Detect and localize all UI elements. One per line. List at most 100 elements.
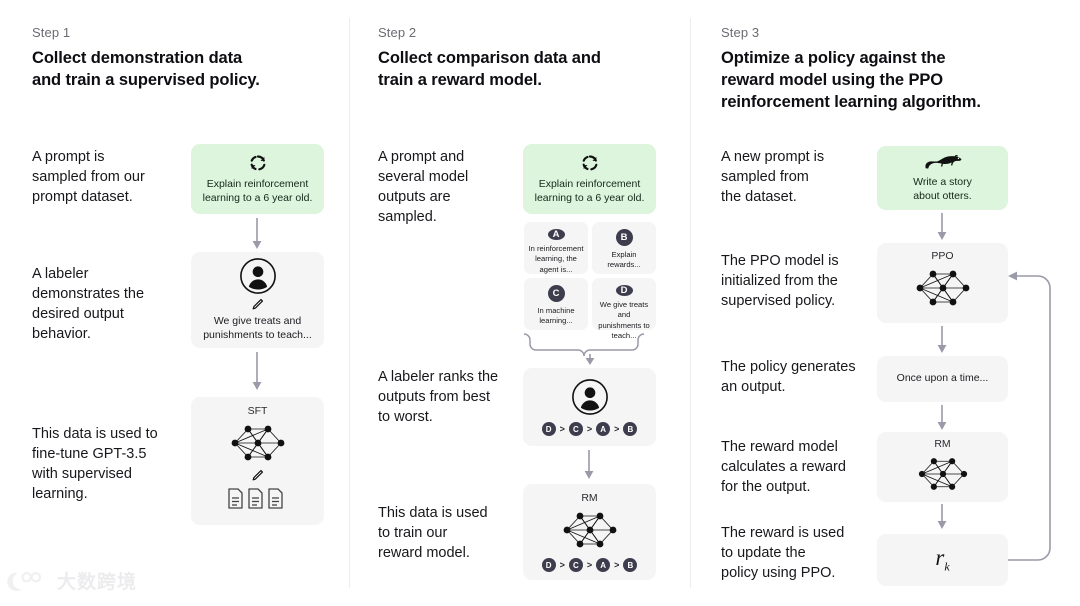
output-card-b[interactable]: B Explain rewards... bbox=[592, 222, 656, 274]
step-1-labeler-text: We give treats and punishments to teach.… bbox=[203, 315, 312, 341]
step-2-rm-box[interactable]: RM bbox=[523, 484, 656, 580]
step-2-caption-3: This data is used to train our reward mo… bbox=[378, 505, 488, 561]
step-1-arrow-2 bbox=[251, 352, 263, 394]
card-badge-a: A bbox=[547, 229, 565, 240]
person-in-circle-icon bbox=[571, 378, 609, 416]
step-2-title-line-2: train a reward model. bbox=[378, 70, 542, 89]
watermark-text: 大数跨境 bbox=[57, 571, 138, 593]
three-documents-icon bbox=[227, 487, 289, 511]
step-1-sft-box[interactable]: SFT bbox=[191, 397, 324, 525]
pencil-icon bbox=[250, 297, 265, 312]
rm-rank-sep-1: > bbox=[559, 560, 565, 570]
column-divider-2 bbox=[690, 18, 691, 588]
step-3-caption-2: The PPO model is initialized from the su… bbox=[721, 253, 839, 309]
rank-sep-3: > bbox=[614, 424, 620, 434]
step-3-arrow-2 bbox=[936, 326, 948, 356]
step-1-labeler-box[interactable]: We give treats and punishments to teach.… bbox=[191, 252, 324, 348]
card-text-a: In reinforcement learning, the agent is.… bbox=[528, 244, 584, 274]
step-3-ppo-title: PPO bbox=[931, 250, 954, 262]
card-text-c: In machine learning... bbox=[537, 306, 575, 326]
output-card-c[interactable]: C In machine learning... bbox=[524, 278, 588, 330]
step-3-arrow-3 bbox=[936, 405, 948, 433]
rank-badge-2: C bbox=[568, 422, 583, 436]
step-3-prompt-text: Write a story about otters. bbox=[913, 175, 972, 202]
rm-rank-badge-1: D bbox=[541, 558, 556, 572]
step-2-ranking-box[interactable]: D > C > A > B bbox=[523, 368, 656, 446]
neural-network-icon bbox=[559, 507, 621, 553]
dashuku-logo-icon bbox=[7, 569, 50, 593]
step-3-arrow-1 bbox=[936, 213, 948, 243]
rm-rank-sep-3: > bbox=[614, 560, 620, 570]
step-1-sft-title: SFT bbox=[247, 405, 268, 417]
step-1-caption-1: A prompt is sampled from our prompt data… bbox=[32, 149, 145, 205]
step-2-column: Step 2 Collect comparison data and train… bbox=[350, 0, 690, 606]
step-3-caption-4: The reward model calculates a reward for… bbox=[721, 439, 846, 495]
watermark: 大数跨境 bbox=[7, 567, 138, 594]
step-2-prompt-text: Explain reinforcement learning to a 6 ye… bbox=[534, 177, 645, 204]
output-card-a[interactable]: A In reinforcement learning, the agent i… bbox=[524, 222, 588, 274]
step-3-label: Step 3 bbox=[721, 25, 760, 40]
step-2-rm-title: RM bbox=[581, 492, 598, 504]
step-3-title-line-2: reward model using the PPO bbox=[721, 70, 944, 89]
step-2-prompt-box[interactable]: Explain reinforcement learning to a 6 ye… bbox=[523, 144, 656, 214]
card-badge-c: C bbox=[547, 285, 565, 302]
step-2-title-line-1: Collect comparison data and bbox=[378, 49, 601, 67]
step-3-caption-1: A new prompt is sampled from the dataset… bbox=[721, 149, 825, 205]
reward-symbol: rk bbox=[935, 545, 949, 575]
step-3-caption-5: The reward is used to update the policy … bbox=[721, 525, 845, 581]
rm-rank-badge-3: A bbox=[596, 558, 611, 572]
step-2-label: Step 2 bbox=[378, 25, 417, 40]
step-3-output-box[interactable]: Once upon a time... bbox=[877, 356, 1008, 402]
dashed-circle-refresh-icon bbox=[248, 153, 268, 173]
step-3-arrow-4 bbox=[936, 504, 948, 532]
person-in-circle-icon bbox=[239, 257, 277, 295]
card-text-d: We give treats and punishments to teach.… bbox=[598, 300, 650, 340]
reward-symbol-subscript: k bbox=[944, 559, 950, 574]
step-3-output-text: Once upon a time... bbox=[896, 372, 989, 385]
step-3-title-line-3: reinforcement learning algorithm. bbox=[721, 92, 981, 111]
step-1-caption-2: A labeler demonstrates the desired outpu… bbox=[32, 266, 145, 342]
step-3-rm-title: RM bbox=[934, 438, 951, 450]
card-text-b: Explain rewards... bbox=[607, 250, 641, 270]
step-3-column: Step 3 Optimize a policy against the rew… bbox=[691, 0, 1080, 606]
step-3-title-line-1: Optimize a policy against the bbox=[721, 49, 946, 67]
otter-icon bbox=[923, 153, 963, 171]
rm-rank-sep-2: > bbox=[586, 560, 593, 570]
step-1-label: Step 1 bbox=[32, 25, 71, 40]
step-3-reward-box[interactable]: rk bbox=[877, 534, 1008, 586]
step-1-column: Step 1 Collect demonstration data and tr… bbox=[0, 0, 349, 606]
step-2-brace-arrow bbox=[522, 332, 662, 366]
step-2-ranking-row: D > C > A > B bbox=[541, 422, 638, 436]
card-badge-d: D bbox=[615, 285, 633, 296]
step-2-arrow-2 bbox=[583, 450, 595, 482]
step-2-caption-1: A prompt and several model outputs are s… bbox=[378, 149, 469, 225]
rank-badge-1: D bbox=[541, 422, 556, 436]
output-card-d[interactable]: D We give treats and punishments to teac… bbox=[592, 278, 656, 340]
step-3-ppo-box[interactable]: PPO bbox=[877, 243, 1008, 323]
step-1-title-line-2: and train a supervised policy. bbox=[32, 70, 260, 89]
column-divider-1 bbox=[349, 18, 350, 588]
pencil-icon bbox=[250, 468, 265, 483]
dashed-circle-refresh-icon bbox=[580, 153, 600, 173]
neural-network-icon bbox=[227, 420, 289, 466]
step-1-prompt-text: Explain reinforcement learning to a 6 ye… bbox=[202, 177, 313, 204]
rank-badge-4: B bbox=[623, 422, 638, 436]
step-2-rm-ranking-row: D > C > A > B bbox=[541, 558, 638, 572]
rank-sep-1: > bbox=[559, 424, 565, 434]
neural-network-icon bbox=[912, 265, 974, 311]
step-1-prompt-box[interactable]: Explain reinforcement learning to a 6 ye… bbox=[191, 144, 324, 214]
rank-badge-3: A bbox=[596, 422, 611, 436]
reward-symbol-base: r bbox=[935, 545, 945, 571]
rm-rank-badge-4: B bbox=[623, 558, 638, 572]
step-3-rm-box[interactable]: RM bbox=[877, 432, 1008, 502]
rm-rank-badge-2: C bbox=[568, 558, 583, 572]
rank-sep-2: > bbox=[586, 424, 593, 434]
step-3-caption-3: The policy generates an output. bbox=[721, 359, 856, 395]
step-1-title-line-1: Collect demonstration data bbox=[32, 49, 243, 67]
card-badge-b: B bbox=[615, 229, 633, 246]
step-3-prompt-box[interactable]: Write a story about otters. bbox=[877, 146, 1008, 210]
neural-network-icon bbox=[914, 453, 972, 495]
step-1-caption-3: This data is used to fine-tune GPT-3.5 w… bbox=[32, 426, 158, 502]
step-2-caption-2: A labeler ranks the outputs from best to… bbox=[378, 369, 499, 425]
step-1-arrow-1 bbox=[251, 218, 263, 252]
